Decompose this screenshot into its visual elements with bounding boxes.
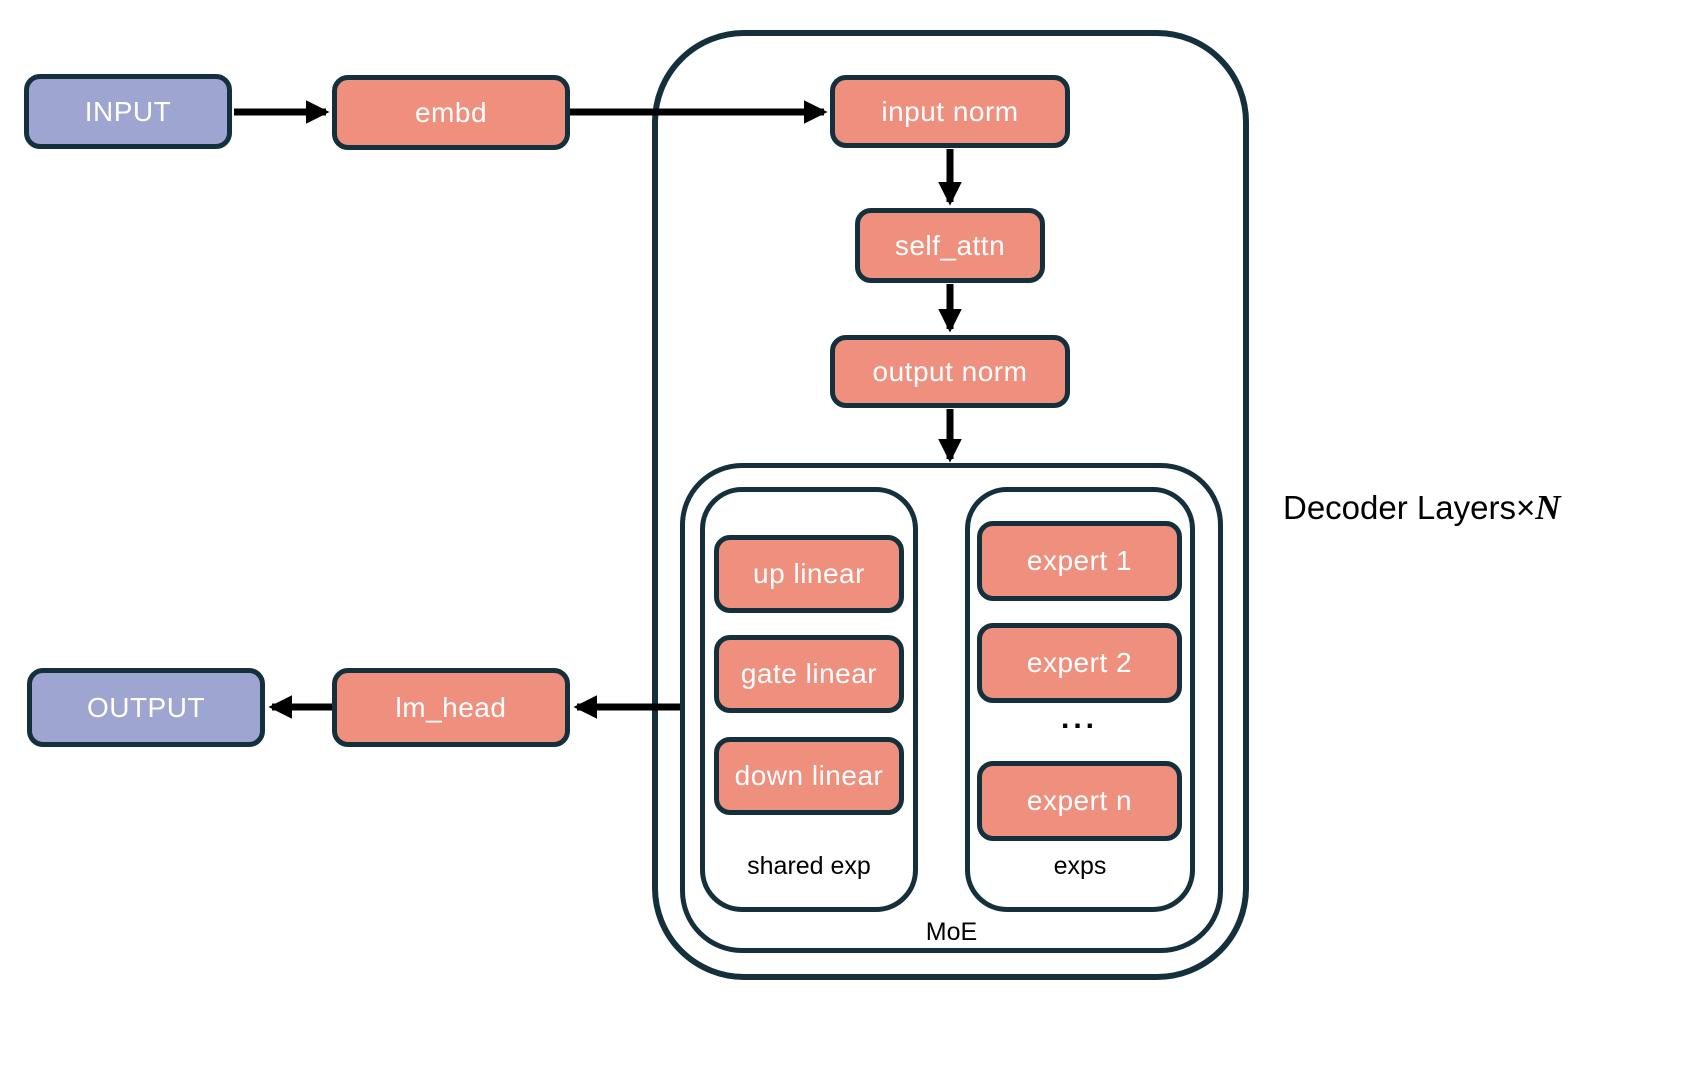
experts-ellipsis: ... xyxy=(1060,702,1098,735)
decoder-layers-label: Decoder Layers×N xyxy=(1283,488,1561,528)
exps-container xyxy=(965,487,1195,912)
input-node: INPUT xyxy=(24,74,232,149)
expert-2-node: expert 2 xyxy=(977,623,1182,703)
moe-label: MoE xyxy=(925,918,978,946)
expert-1-node: expert 1 xyxy=(977,521,1182,601)
self-attn-node: self_attn xyxy=(855,208,1045,283)
n-variable: N xyxy=(1535,488,1561,527)
shared-exp-label: shared exp xyxy=(747,852,871,880)
expert-n-node: expert n xyxy=(977,761,1182,841)
gate-linear-node: gate linear xyxy=(714,635,904,713)
decoder-layers-container xyxy=(652,30,1249,980)
down-linear-node: down linear xyxy=(714,737,904,815)
times-symbol: × xyxy=(1515,489,1536,526)
output-norm-node: output norm xyxy=(830,335,1070,408)
embd-node: embd xyxy=(332,75,570,150)
up-linear-node: up linear xyxy=(714,535,904,613)
moe-container xyxy=(680,463,1223,953)
output-node: OUTPUT xyxy=(27,668,265,747)
exps-label: exps xyxy=(1053,852,1107,880)
decoder-layers-text: Decoder Layers xyxy=(1283,489,1516,526)
lm-head-node: lm_head xyxy=(332,668,570,747)
input-norm-node: input norm xyxy=(830,75,1070,148)
shared-exp-container xyxy=(700,487,918,912)
